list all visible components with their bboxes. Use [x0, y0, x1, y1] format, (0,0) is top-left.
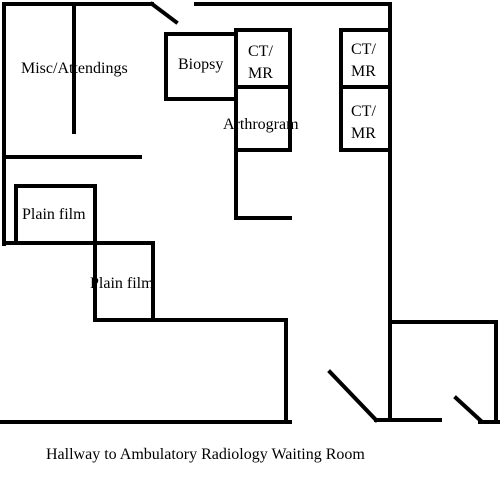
room-misc-attendings: Misc/Attendings [21, 60, 128, 77]
door-swing [149, 1, 179, 25]
door-swing [327, 369, 379, 423]
room-ct-mr-1: CT/ MR [248, 43, 273, 82]
wall-group [0, 1, 500, 424]
room-plain-film-2: Plain film [90, 275, 154, 292]
hallway-label: Hallway to Ambulatory Radiology Waiting … [46, 446, 365, 463]
room-plain-film-1: Plain film [22, 206, 86, 223]
room-ct-mr-2: CT/ MR [351, 41, 376, 80]
room-biopsy: Biopsy [178, 56, 224, 73]
door-swing [453, 395, 483, 423]
room-ct-mr-3: CT/ MR [351, 103, 376, 142]
room-arthrogram: Arthrogram [223, 116, 299, 133]
